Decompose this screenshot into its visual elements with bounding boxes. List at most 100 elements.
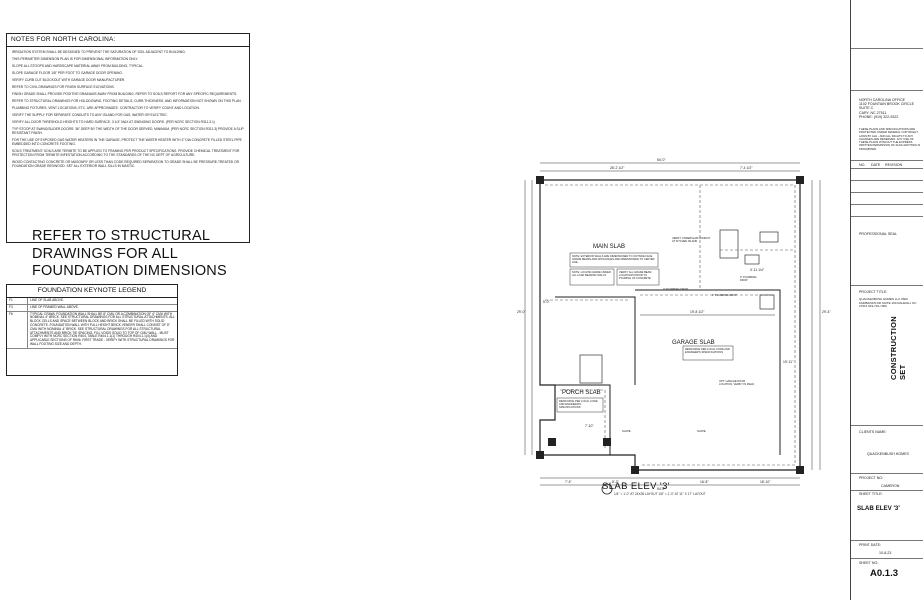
note-item: VERIFY ALL DOOR THRESHOLD HEIGHTS TO HAR… (12, 120, 215, 124)
drawing-title: SLAB ELEV '3' (602, 481, 670, 492)
dim-top-left: 28'-2 1/2" (610, 166, 625, 170)
note-item: FOR THE USE OF EXPOSED GAS WATER HEATERS… (12, 138, 242, 146)
porch-outline (555, 384, 611, 455)
notes-list: IRRIGATION SYSTEM SHALL BE DESIGNED TO P… (12, 50, 246, 171)
note-item: FINISH GRADE SHALL PROVIDE POSITIVE DRAI… (12, 92, 238, 96)
slope-label: SLOPE (622, 430, 631, 433)
interior-wall (555, 296, 636, 385)
dim-bottom: 18'-10" (760, 480, 771, 484)
project-title: QUACKENBUSH HOMES LLC 6600 FAIRBANKS DR … (859, 297, 917, 309)
pier (536, 451, 544, 459)
note-item: TYP STOOP AT SWING/SLIDER DOORS: 36" DEE… (12, 127, 244, 135)
garage-door-note: OPT. GARAGE DOOR LOCATION, VERIFY IN FIE… (719, 380, 755, 386)
legend-text: TYPICAL CRAWL FOUNDATION WALL SHALL BE 8… (27, 311, 177, 349)
note-item: VERIFY THE SUPPLY FOR SEPARATE CONDUITS … (12, 113, 168, 117)
keynote-legend: FOUNDATION KEYNOTE LEGEND F1 LINE OF SLA… (6, 284, 178, 376)
rev-no-header: NO. (859, 163, 866, 167)
note-item: SLOPE ALL STOOPS AND HARDSCAPE MATERIAL … (12, 64, 144, 68)
sheet-number: A0.1.3 (870, 568, 898, 579)
sheet-title-label: SHEET TITLE: (859, 492, 883, 496)
grade-beam-line (545, 184, 796, 466)
dim-bottom: 16'-8" (700, 480, 709, 484)
dim-bottom-overall: 54'-0" (657, 487, 666, 491)
legend-table: F1 LINE OF SLAB ABOVE. F3 LINE OF FRAMED… (7, 298, 177, 349)
slope-label: SLOPE (697, 430, 706, 433)
dim-porch: 7'-10" (585, 424, 594, 428)
garage-slab-label: GARAGE SLAB (672, 340, 715, 346)
plumbing-drop-note: 3" PLUMBING DROP (712, 294, 737, 297)
dim-mid: 5'-0" (543, 300, 550, 304)
notes-title: NOTES FOR NORTH CAROLINA: (11, 36, 116, 43)
porch-slab-label: PORCH SLAB (562, 390, 601, 396)
copyright-note: THESE PLANS AND SPECIFICATIONS ARE PROTE… (859, 127, 921, 151)
fixture-box (744, 254, 760, 265)
title-block: NORTH CAROLINA OFFICE 1102 FOUNTAIN BROO… (850, 0, 923, 600)
dim-bottom: 7'-4" (565, 480, 572, 484)
main-slab-label: MAIN SLAB (593, 244, 626, 250)
sheet-no-label: SHEET NO: (859, 561, 879, 565)
project-title-label: PROJECT TITLE: (859, 290, 888, 294)
porch-reinforce-note: REINFORCE PER LOCAL CODE AND ENGINEER'S … (559, 400, 598, 409)
compass-marker (601, 483, 613, 495)
legend-row: F3 LINE OF FRAMED WALL ABOVE. (7, 304, 177, 312)
drawing-scale: 1/4" = 1'-0" AT 24X36 LAYOUT 1/8" = 1'-0… (614, 492, 706, 496)
clients-name: QUACKENBUSH HOMES (867, 452, 909, 456)
note-item: WOOD CONTACTING CONCRETE OR MASONRY OR L… (12, 160, 240, 168)
legend-code: F1 (7, 298, 28, 305)
exterior-walls-note: NOTE: EXTERIOR WALLS ARE DIMENSIONED TO … (572, 255, 655, 264)
pier (631, 466, 639, 474)
print-date-label: PRINT DATE: (859, 543, 882, 547)
pier (796, 176, 804, 184)
bearing-note: NOTE: LOCATE GRADE UNDER ALL LOAD BEARIN… (572, 271, 611, 277)
note-box (616, 268, 660, 286)
note-item: PLUMBING FIXTURES, VENT LOCATIONS, ETC. … (12, 106, 200, 110)
refer-line: DRAWINGS FOR ALL (32, 245, 179, 262)
legend-row: F6 TYPICAL CRAWL FOUNDATION WALL SHALL B… (7, 311, 177, 349)
print-date: 10-8-23 (879, 551, 892, 555)
refer-line: REFER TO STRUCTURAL (32, 228, 211, 244)
note-box (569, 252, 659, 268)
dim-left-overall: 29'-0" (517, 310, 526, 314)
refer-line: FOUNDATION DIMENSIONS (32, 263, 227, 279)
note-item: THIS PERIMETER DIMENSION PLAN IS FOR DIM… (12, 57, 139, 61)
garage-outline (635, 289, 781, 455)
slab-outline (539, 179, 801, 471)
rev-date-header: DATE (871, 163, 881, 167)
note-box (556, 397, 604, 413)
note-item: IRRIGATION SYSTEM SHALL BE DESIGNED TO P… (12, 50, 186, 54)
garage-reinforce-note: REINFORCE PER LOCAL CODE AND ENGINEER'S … (685, 348, 730, 354)
legend-code: F6 (7, 311, 28, 349)
legend-text: LINE OF SLAB ABOVE. (27, 298, 177, 305)
pier (796, 466, 804, 474)
rev-revision-header: REVISION (885, 163, 903, 167)
sheet-title: SLAB ELEV '3' (857, 505, 900, 512)
note-box (569, 268, 615, 286)
seal-label: PROFESSIONAL SEAL (859, 232, 898, 236)
project-no: CAMERON (881, 484, 900, 488)
pier (603, 438, 611, 446)
verify-grade-note: VERIFY ALL GRADE BEAM LOCATIONS PRIOR TO… (619, 271, 652, 280)
grade-beam-line (560, 389, 606, 450)
clients-name-label: CLIENTS NAME: (859, 430, 887, 434)
kitchen-island (719, 229, 739, 259)
office-address: NORTH CAROLINA OFFICE 1102 FOUNTAIN BROO… (859, 98, 914, 119)
note-item: REFER TO CIVIL DRAWINGS FOR FINISH SURFA… (12, 85, 115, 89)
legend-code: F3 (7, 304, 28, 312)
note-box (682, 345, 734, 361)
note-item: REFER TO STRUCTURAL DRAWINGS FOR HOLDDOW… (12, 99, 242, 103)
dim-garage-depth: 19'-11" (783, 360, 794, 364)
refer-structural-note: REFER TO STRUCTURAL DRAWINGS FOR ALL FOU… (32, 228, 227, 281)
plumbing-drop-note: 3" PLUMBING DROP (740, 276, 757, 282)
pier (548, 438, 556, 446)
fixture-box (759, 231, 779, 243)
plumbing-drop-note: 3" PLUMBING DROP (663, 288, 688, 291)
dim-top-overall: 54'-0" (657, 158, 666, 162)
fixture-box (759, 294, 775, 310)
island-conduit-note: VERIFY UNDERSLAB CONDUIT AT KITCHEN ISLA… (672, 237, 711, 243)
dim-garage-width: 19'-8 1/2" (690, 310, 705, 314)
notes-divider (7, 46, 249, 47)
construction-set-label: CONSTRUCTION SET (889, 315, 907, 380)
dim-mid: 3'-11 1/4" (750, 268, 765, 272)
legend-title: FOUNDATION KEYNOTE LEGEND (37, 287, 147, 294)
